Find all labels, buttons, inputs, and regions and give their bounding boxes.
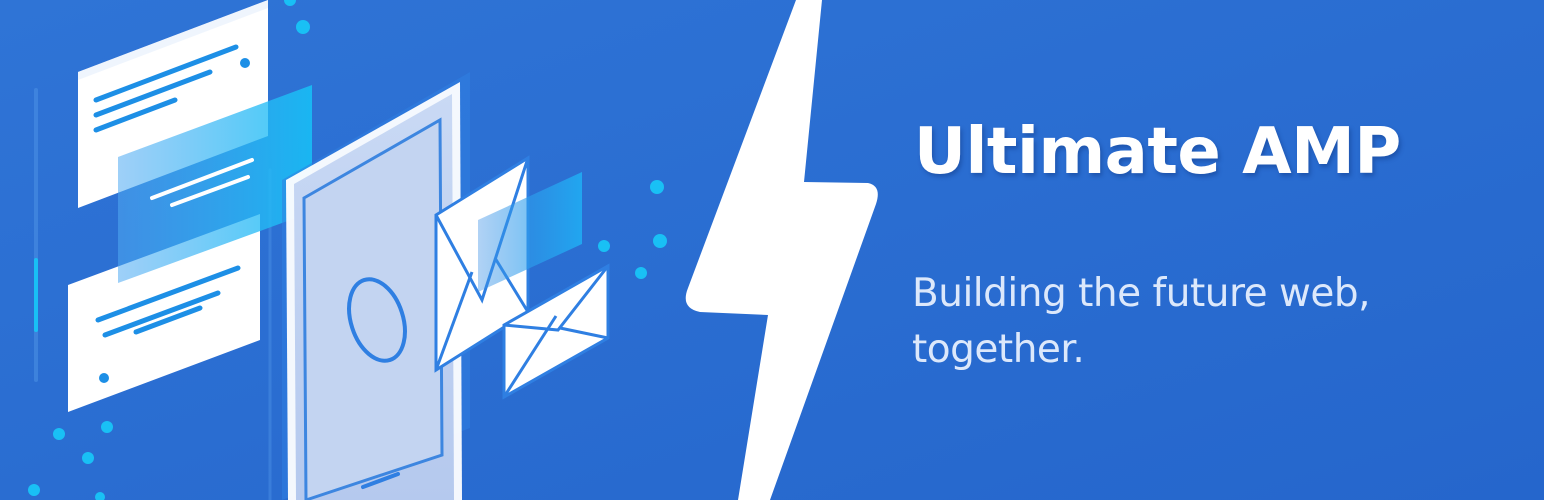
banner-title: Ultimate AMP <box>914 115 1401 189</box>
lightning-bolt-icon <box>685 0 878 500</box>
banner-tagline: Building the future web, together. <box>912 271 1371 372</box>
dots-decoration <box>28 0 667 500</box>
tablet-device-icon <box>282 72 470 500</box>
glass-strip-decoration <box>478 172 582 292</box>
glass-panel-decoration <box>118 85 312 283</box>
envelope-icon <box>502 263 610 400</box>
document-card-icon <box>68 214 260 412</box>
